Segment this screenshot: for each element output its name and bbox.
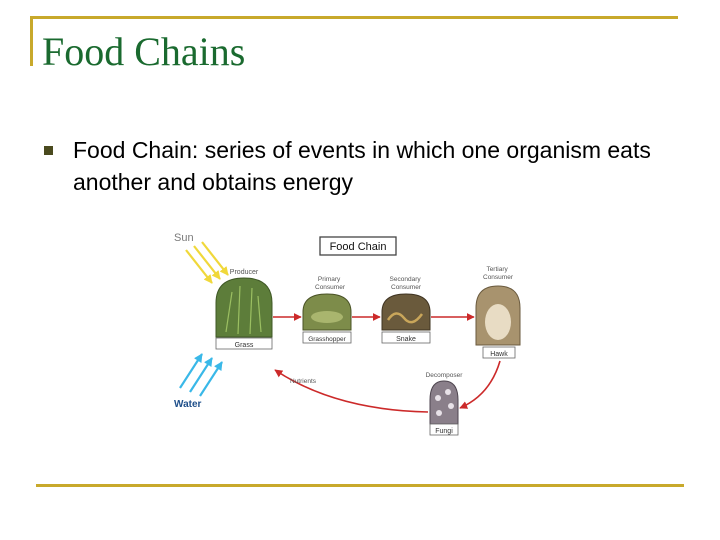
fungi-label: Fungi xyxy=(435,428,453,435)
fungi-image xyxy=(430,381,458,424)
primary-role-label: Primary Consumer xyxy=(315,276,346,291)
sun-label: Sun xyxy=(174,232,194,244)
sun-arrows xyxy=(186,242,228,283)
water-arrows xyxy=(180,354,222,396)
decomposer-role-label: Decomposer xyxy=(426,372,464,379)
frame-top-rule xyxy=(30,16,678,19)
grasshopper-label: Grasshopper xyxy=(308,336,346,343)
bullet-marker xyxy=(44,146,53,155)
snake-image xyxy=(382,294,430,330)
water-label: Water xyxy=(174,399,202,410)
frame-bottom-rule xyxy=(36,484,684,487)
secondary-role-label: Secondary Consumer xyxy=(390,276,423,291)
frame-left-rule xyxy=(30,16,33,66)
grass-label: Grass xyxy=(235,342,254,349)
bullet-text: Food Chain: series of events in which on… xyxy=(73,134,673,198)
diagram-title: Food Chain xyxy=(330,241,387,253)
slide-title: Food Chains xyxy=(42,28,245,76)
hawk-body xyxy=(485,304,511,340)
food-chain-diagram: Sun Food Chain Producer Grass Primary Co… xyxy=(160,220,530,440)
snake-label: Snake xyxy=(396,336,416,343)
tertiary-role-label: Tertiary Consumer xyxy=(483,266,514,281)
grass-image xyxy=(216,278,272,337)
hawk-label: Hawk xyxy=(490,351,508,358)
producer-label: Producer xyxy=(230,269,259,276)
energy-flow-arrows xyxy=(273,317,500,412)
grasshopper-body xyxy=(311,311,343,323)
nutrients-label: Nutrients xyxy=(290,378,317,385)
